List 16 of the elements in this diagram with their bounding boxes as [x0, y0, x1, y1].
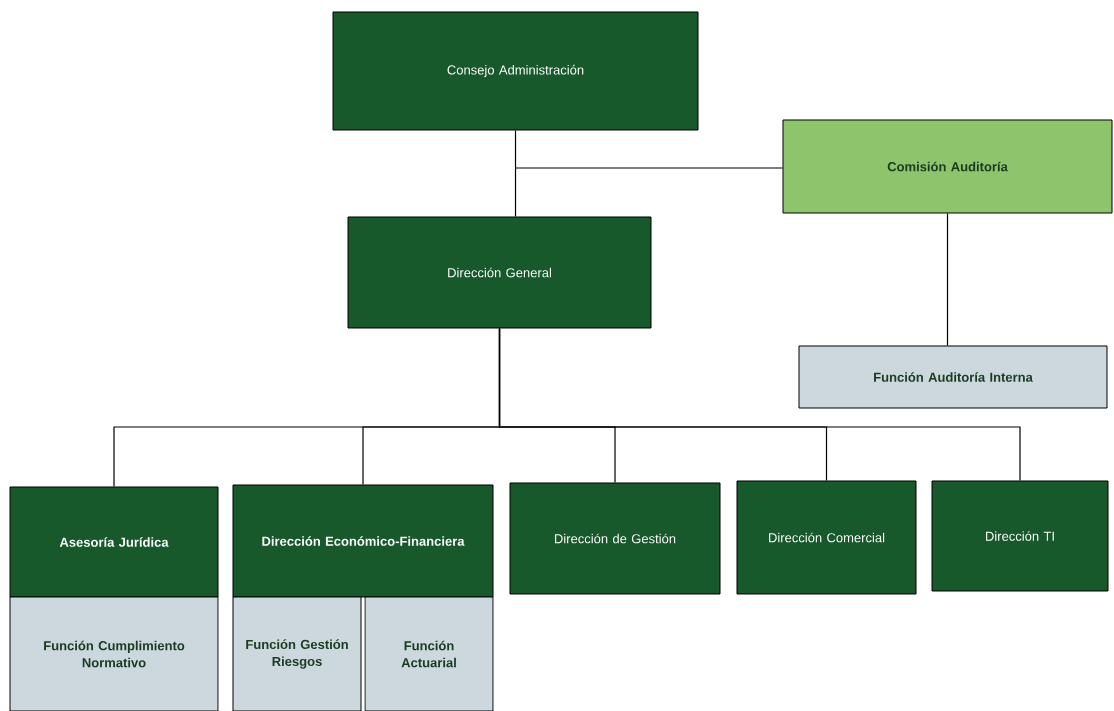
- org-box: Dirección TI: [931, 480, 1109, 592]
- org-box: Dirección de Gestión: [509, 482, 721, 595]
- connector-line: [498, 327, 1021, 482]
- connector-line: [514, 129, 517, 218]
- committee-box: Comisión Auditoría: [782, 119, 1113, 214]
- function-box: Función Gestión Riesgos: [232, 596, 362, 711]
- org-box: Asesoría Jurídica: [9, 486, 219, 598]
- connector-line: [946, 212, 949, 347]
- connector-line: [514, 167, 784, 169]
- org-box: Dirección Comercial: [736, 480, 917, 595]
- function-box: Función Auditoría Interna: [798, 345, 1108, 409]
- org-box: Dirección General: [347, 216, 652, 329]
- function-box: Función Cumplimiento Normativo: [9, 596, 219, 711]
- org-box: Dirección Económico-Financiera: [232, 484, 494, 598]
- org-box: Consejo Administración: [332, 11, 699, 131]
- function-box: Función Actuarial: [364, 596, 494, 711]
